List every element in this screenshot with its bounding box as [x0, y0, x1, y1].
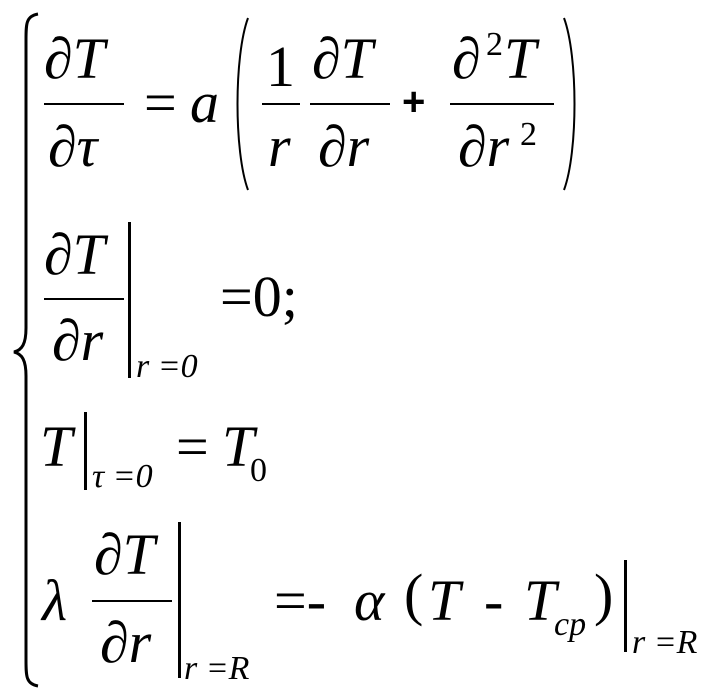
eq4-denominator: ∂r: [100, 610, 152, 675]
eq1-equals: =: [144, 70, 177, 135]
eq2-rhs: =0;: [220, 264, 298, 329]
eq1-frac3-sup: 2: [486, 26, 503, 63]
eq2-fraction-bar: [44, 298, 124, 300]
eq4-evaluation-bar-1: [178, 522, 181, 678]
eq2-condition: r =0: [136, 348, 198, 385]
eq1-lhs-numerator: ∂T: [44, 26, 105, 91]
eq3-rhs-subscript: 0: [250, 452, 267, 489]
eq1-left-paren: [236, 17, 249, 191]
eq1-right-paren: [563, 17, 576, 191]
eq4-T: T: [428, 568, 461, 633]
eq1-coefficient: a: [190, 70, 219, 135]
eq4-evaluation-bar-2: [624, 560, 627, 652]
eq4-fraction-bar: [92, 600, 172, 602]
eq4-numerator: ∂T: [94, 522, 155, 587]
eq4-equals-minus: =-: [274, 568, 327, 633]
left-brace: [13, 12, 39, 688]
eq3-evaluation-bar: [84, 412, 87, 490]
eq4-minus: -: [484, 568, 504, 633]
eq2-numerator: ∂T: [44, 222, 105, 287]
eq1-frac1-bar: [262, 103, 300, 105]
eq3-equals: =: [176, 414, 209, 479]
eq3-condition: τ =0: [92, 458, 153, 495]
eq1-frac3-bar: [450, 103, 554, 105]
eq1-lhs-fraction-bar: [44, 103, 124, 105]
eq4-alpha: α: [354, 568, 385, 633]
eq1-frac3-den-dr: ∂r: [458, 114, 510, 179]
eq1-frac1-numerator: 1: [266, 34, 295, 99]
eq1-frac2-denominator: ∂r: [318, 114, 370, 179]
eq1-frac2-bar: [310, 103, 390, 105]
eq4-condition-1: r =R: [184, 650, 250, 687]
eq1-lhs-denominator: ∂τ: [48, 114, 98, 179]
eq4-paren-open: (: [404, 562, 424, 627]
eq1-frac1-denominator: r: [268, 114, 291, 179]
eq2-denominator: ∂r: [52, 308, 104, 373]
eq4-paren-close: ): [594, 562, 614, 627]
eq4-Tcp: T: [524, 568, 557, 633]
eq3-lhs: T: [40, 414, 73, 479]
eq4-Tcp-subscript: cp: [554, 606, 587, 643]
eq1-frac3-partial: ∂: [452, 26, 481, 91]
eq1-frac3-den-sup: 2: [520, 116, 537, 153]
eq1-frac2-numerator: ∂T: [312, 26, 373, 91]
eq2-evaluation-bar: [128, 222, 131, 378]
eq3-rhs-T: T: [222, 414, 255, 479]
eq1-frac3-T: T: [504, 26, 537, 91]
eq1-plus: +: [402, 80, 426, 124]
eq4-lambda: λ: [42, 568, 68, 633]
eq4-condition-2: r =R: [632, 624, 698, 661]
